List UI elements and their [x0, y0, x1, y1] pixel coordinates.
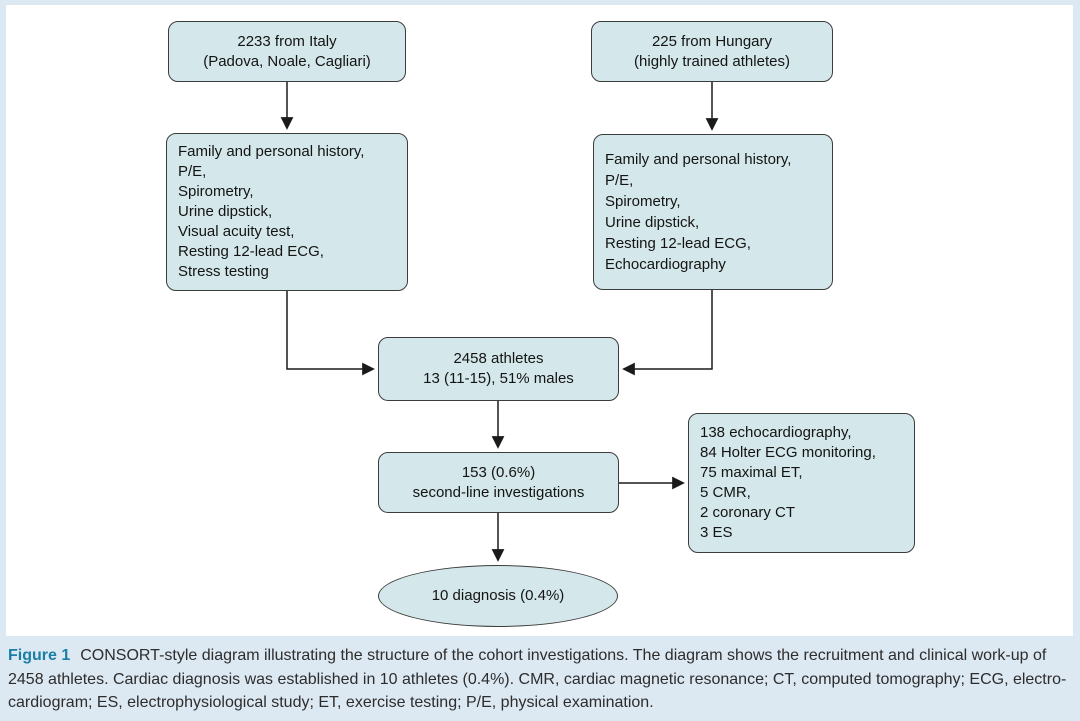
caption-line-3: cardiogram; ES, electrophysiological stu…: [8, 694, 654, 711]
caption-text-1: CONSORT-style diagram illustrating the s…: [80, 647, 1047, 664]
figure-caption: Figure 1 CONSORT-style diagram illustrati…: [8, 644, 1072, 715]
node-diagnosis: 10 diagnosis (0.4%): [378, 565, 618, 627]
node-workup-hungary: Family and personal history, P/E, Spirom…: [593, 134, 833, 290]
caption-line-2: 2458 athletes. Cardiac diagnosis was est…: [8, 670, 1067, 688]
node-workup-italy: Family and personal history, P/E, Spirom…: [166, 133, 408, 291]
node-total-athletes: 2458 athletes 13 (11-15), 51% males: [378, 337, 619, 401]
node-hungary-cohort: 225 from Hungary (highly trained athlete…: [591, 21, 833, 82]
caption-line-1: Figure 1 CONSORT-style diagram illustrati…: [8, 644, 1072, 668]
node-italy-cohort: 2233 from Italy (Padova, Noale, Cagliari…: [168, 21, 406, 82]
node-second-line-investigations: 153 (0.6%) second-line investigations: [378, 452, 619, 513]
figure-label: Figure 1: [8, 647, 71, 664]
node-investigation-breakdown: 138 echocardiography, 84 Holter ECG moni…: [688, 413, 915, 553]
